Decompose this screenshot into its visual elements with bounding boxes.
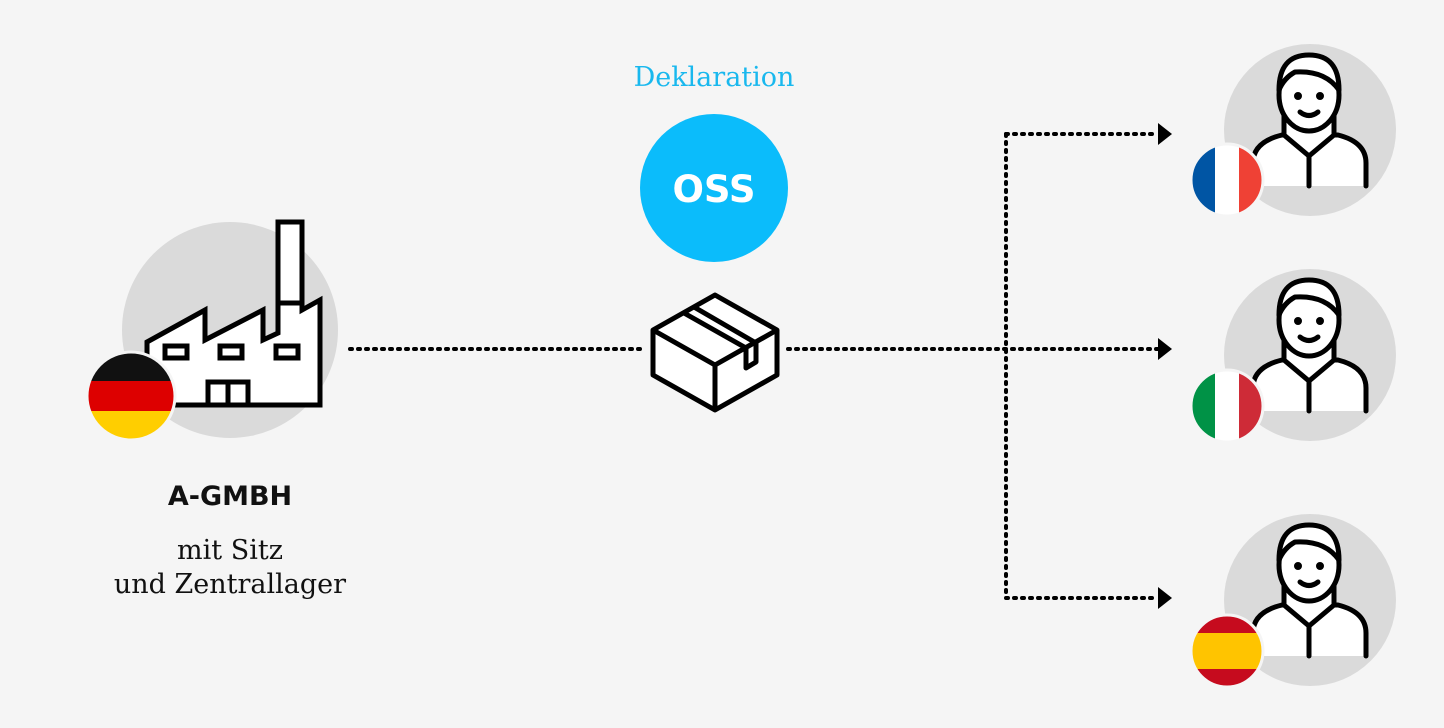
- flow-arrowheads: [1158, 123, 1172, 609]
- declaration-title: Deklaration: [633, 62, 795, 93]
- customer-node-france: [1189, 44, 1396, 218]
- factory-icon: [144, 219, 323, 408]
- italy-flag-icon: [1189, 368, 1265, 444]
- person-icon: [1250, 52, 1369, 189]
- customer-node-italy: [1189, 269, 1396, 444]
- spain-flag-icon: [1189, 613, 1265, 689]
- company-description-line-1: mit Sitz: [177, 535, 283, 566]
- company-name: A-GMBH: [167, 481, 293, 512]
- flow-lines: [348, 132, 1160, 600]
- company-description-line-2: und Zentrallager: [113, 569, 347, 600]
- company-description: mit Sitz und Zentrallager: [80, 534, 380, 602]
- customer-node-spain: [1189, 514, 1396, 689]
- person-icon: [1250, 522, 1369, 659]
- company-node: [85, 219, 338, 442]
- oss-badge-label: OSS: [672, 168, 755, 211]
- germany-flag-icon: [85, 350, 177, 442]
- arrowhead-icon: [1158, 587, 1172, 609]
- arrowhead-icon: [1158, 123, 1172, 145]
- person-icon: [1250, 277, 1369, 414]
- oss-badge: OSS: [640, 114, 788, 262]
- france-flag-icon: [1189, 142, 1265, 218]
- package-icon: [650, 292, 780, 413]
- arrowhead-icon: [1158, 338, 1172, 360]
